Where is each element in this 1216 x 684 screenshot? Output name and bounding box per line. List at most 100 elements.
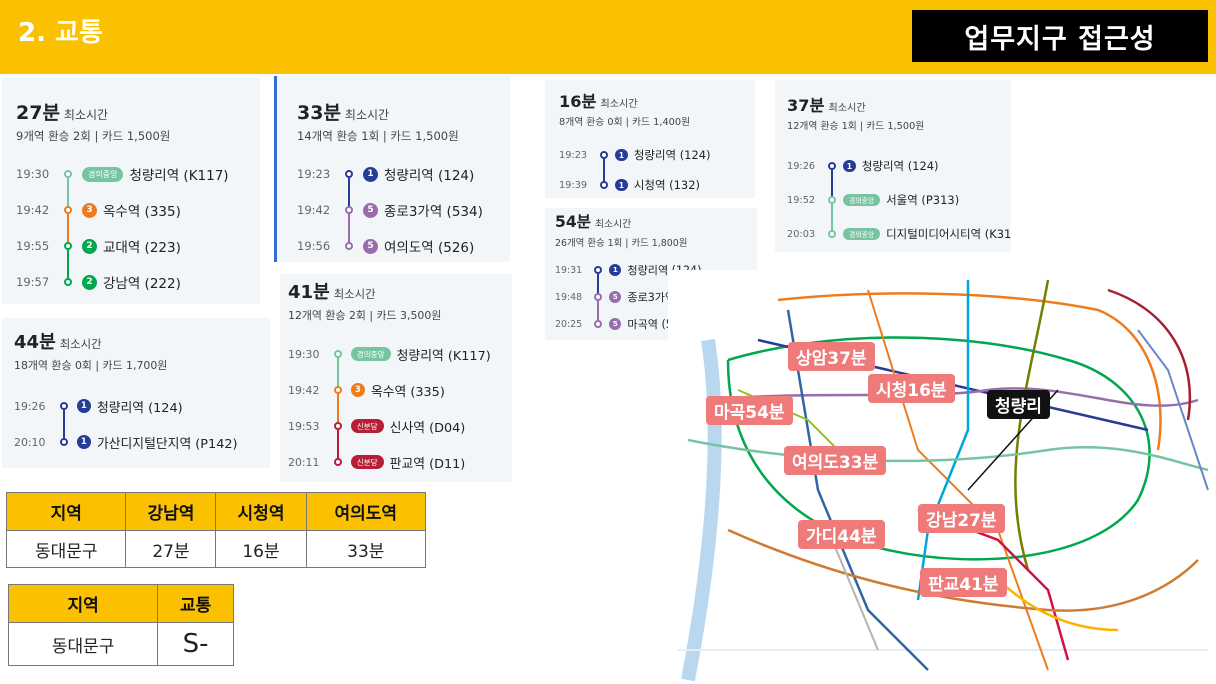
route-duration-label: 최소시간	[828, 103, 866, 114]
line-badge: 1	[76, 398, 91, 414]
route-duration-label: 최소시간	[333, 287, 376, 301]
stop-name: 가산디지털단지역 (P142)	[96, 436, 238, 452]
route-stop[interactable]: 20:10 1 가산디지털단지역 (P142)	[14, 432, 238, 452]
table-header-cell: 시청역	[215, 492, 307, 531]
line-badge: 경의중앙	[843, 193, 881, 207]
route-duration-label: 최소시간	[595, 219, 632, 230]
line-badge: 2	[82, 238, 97, 254]
route-node	[599, 181, 608, 189]
route-node	[59, 402, 68, 410]
route-node	[59, 438, 68, 446]
stop-time: 19:39	[559, 179, 588, 191]
route-segment	[336, 354, 339, 390]
line-badge: 3	[82, 202, 97, 218]
route-meta: 14개역 환승 1회 | 카드 1,500원	[297, 129, 459, 143]
line-badge: 1	[76, 434, 91, 450]
stop-time: 19:53	[288, 419, 320, 433]
stop-time: 19:42	[16, 203, 50, 217]
grade-cell: S-	[157, 622, 234, 666]
table-cell: 33분	[305, 530, 427, 568]
stop-time: 19:55	[16, 239, 50, 253]
stop-name: 강남역 (222)	[103, 276, 181, 292]
route-meta: 12개역 환승 1회 | 카드 1,500원	[787, 120, 925, 132]
route-node	[333, 386, 342, 394]
table-header-cell: 강남역	[125, 492, 217, 531]
line-badge: 5	[609, 317, 622, 331]
subway-lines	[668, 270, 1216, 684]
route-duration-value: 44분	[14, 332, 56, 353]
line-badge: 경의중앙	[350, 346, 391, 362]
section-title: 2. 교통	[18, 18, 103, 48]
route-duration-value: 41분	[288, 282, 330, 303]
stop-time: 19:56	[297, 239, 331, 253]
route-segment	[597, 270, 600, 297]
subway-map: 상암37분 시청16분 마곡54분 청량리 여의도33분 강남27분 가디44분…	[668, 270, 1216, 684]
route-segment	[67, 210, 69, 246]
line-badge: 신분당	[350, 454, 384, 470]
stop-time: 19:23	[297, 167, 331, 181]
table-cell: 동대문구	[5, 530, 127, 568]
route-meta: 26개역 환승 1회 | 카드 1,800원	[555, 237, 688, 249]
route-meta: 18개역 환승 0회 | 카드 1,700원	[14, 358, 168, 372]
route-segment	[62, 406, 65, 442]
route-node	[599, 151, 608, 159]
route-stop[interactable]: 19:23 1 청량리역 (124)	[297, 164, 474, 184]
line-badge: 경의중앙	[82, 166, 124, 182]
route-duration-value: 27분	[16, 102, 60, 124]
line-badge: 1	[843, 159, 856, 173]
stop-time: 19:57	[16, 275, 50, 289]
table-header-cell: 여의도역	[305, 492, 427, 531]
stop-name: 청량리역 (124)	[633, 148, 711, 162]
stop-name: 청량리역 (124)	[384, 168, 475, 184]
route-node	[827, 196, 836, 204]
header-bar: 2. 교통 업무지구 접근성	[0, 0, 1216, 74]
route-segment	[67, 246, 69, 282]
table-header-row: 지역 교통	[7, 584, 234, 623]
route-node	[827, 162, 836, 170]
stop-name: 청량리역 (K117)	[129, 168, 229, 184]
map-tag-cheongnyangni: 청량리	[987, 390, 1050, 419]
route-segment	[67, 174, 69, 210]
map-tag-sangam: 상암37분	[788, 342, 875, 371]
section-badge: 업무지구 접근성	[912, 10, 1208, 62]
route-duration-label: 최소시간	[59, 337, 102, 351]
route-duration-value: 37분	[787, 96, 825, 115]
route-segment	[348, 174, 350, 210]
line-badge: 5	[363, 202, 378, 218]
route-duration-label: 최소시간	[344, 108, 390, 122]
table-row: 동대문구 S-	[7, 622, 234, 666]
route-node	[594, 266, 603, 274]
stop-time: 20:10	[14, 435, 46, 449]
route-meta: 8개역 환승 0회 | 카드 1,400원	[559, 116, 691, 128]
line-badge: 1	[363, 166, 378, 182]
stop-name: 청량리역 (124)	[861, 159, 939, 173]
transport-grade-table: 지역 교통 동대문구 S-	[7, 584, 234, 666]
